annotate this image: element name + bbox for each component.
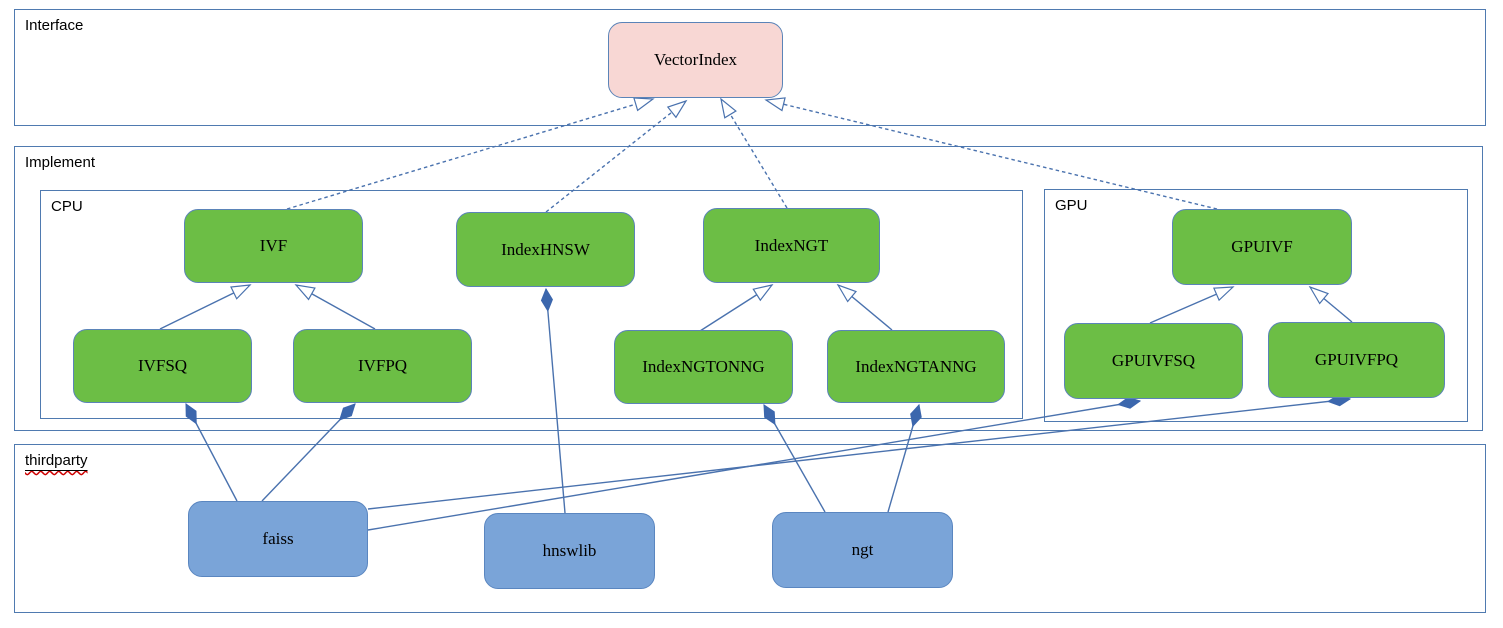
node-faiss: faiss — [188, 501, 368, 577]
node-ivfpq: IVFPQ — [293, 329, 472, 403]
node-vectorindex-label: VectorIndex — [653, 50, 738, 69]
node-ivf-label: IVF — [259, 236, 288, 255]
node-ngt-label: ngt — [851, 540, 874, 559]
node-gpuivf-label: GPUIVF — [1231, 237, 1293, 256]
container-implement-label: Implement — [25, 154, 96, 171]
node-ivfpq-label: IVFPQ — [357, 356, 408, 375]
node-indexhnsw: IndexHNSW — [456, 212, 635, 287]
node-indexngtonng-label: IndexNGTONNG — [642, 357, 765, 376]
node-gpuivfsq-label: GPUIVFSQ — [1111, 351, 1196, 370]
node-ngt: ngt — [772, 512, 953, 588]
node-indexngtonng: IndexNGTONNG — [614, 330, 793, 404]
container-thirdparty-label: thirdparty — [25, 452, 88, 469]
node-indexngt: IndexNGT — [703, 208, 880, 283]
node-ivf: IVF — [184, 209, 363, 283]
container-interface-label: Interface — [25, 17, 84, 34]
node-indexngtanng: IndexNGTANNG — [827, 330, 1005, 403]
container-cpu-label: CPU — [51, 198, 83, 215]
node-faiss-label: faiss — [262, 529, 294, 548]
node-gpuivfpq: GPUIVFPQ — [1268, 322, 1445, 398]
node-hnswlib: hnswlib — [484, 513, 655, 589]
node-vectorindex: VectorIndex — [608, 22, 783, 98]
node-gpuivfpq-label: GPUIVFPQ — [1314, 350, 1399, 369]
node-indexngt-label: IndexNGT — [754, 235, 829, 255]
node-gpuivf: GPUIVF — [1172, 209, 1352, 285]
node-ivfsq: IVFSQ — [73, 329, 252, 403]
node-ivfsq-label: IVFSQ — [137, 356, 188, 375]
node-gpuivfsq: GPUIVFSQ — [1064, 323, 1243, 399]
container-gpu-label: GPU — [1055, 197, 1088, 214]
node-hnswlib-label: hnswlib — [542, 541, 597, 560]
node-indexhnsw-label: IndexHNSW — [501, 239, 590, 259]
container-thirdparty-text: thirdparty — [25, 452, 88, 469]
node-indexngtanng-label: IndexNGTANNG — [855, 356, 977, 376]
